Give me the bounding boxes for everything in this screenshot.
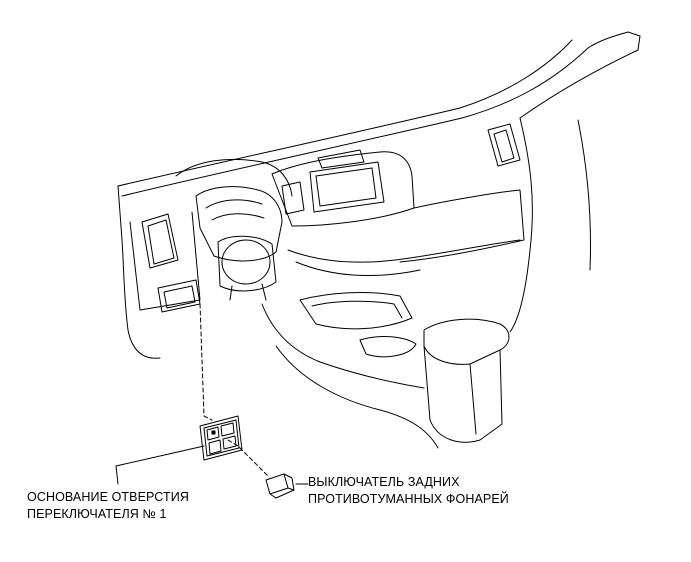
instrument-cluster-hood <box>175 158 293 197</box>
switch-hole-base <box>199 415 243 461</box>
dashed-guide-line <box>199 303 269 477</box>
dashboard-top-edge-inner <box>121 31 629 197</box>
shifter-console-inner <box>311 300 403 319</box>
armrest <box>423 318 510 365</box>
lower-dash-trim <box>287 239 521 263</box>
callout-rear-fog-switch: ВЫКЛЮЧАТЕЛЬ ЗАДНИХ ПРОТИВОТУМАННЫХ ФОНАР… <box>308 474 509 508</box>
center-display <box>315 167 377 207</box>
callout-fog-switch-line2: ПРОТИВОТУМАННЫХ ФОНАРЕЙ <box>308 492 509 506</box>
left-air-vent-inner <box>147 219 175 265</box>
callout-switch-base-line2: ПЕРЕКЛЮЧАТЕЛЯ № 1 <box>27 507 167 521</box>
dashboard-lower-edge <box>117 185 161 359</box>
right-air-vent-inner <box>493 129 515 163</box>
left-air-vent <box>141 213 179 269</box>
switch-hole-inner <box>163 285 196 309</box>
dashboard-top-edge <box>117 39 573 187</box>
center-stack-outer <box>271 151 415 227</box>
cup-holder <box>359 336 417 358</box>
instrument-cluster-gauges <box>205 199 265 221</box>
lower-dash-trim-2 <box>295 261 421 276</box>
right-dashboard-end <box>509 117 533 333</box>
right-air-vent <box>487 123 521 167</box>
center-display-frame <box>309 161 385 213</box>
armrest-box <box>423 345 503 443</box>
center-vent-top <box>317 149 365 169</box>
steering-column-lower <box>229 283 267 301</box>
callout-switch-hole-base: ОСНОВАНИЕ ОТВЕРСТИЯ ПЕРЕКЛЮЧАТЕЛЯ № 1 <box>27 489 189 523</box>
a-pillar <box>519 31 641 119</box>
instrument-cluster-face <box>195 186 283 262</box>
right-dashboard-face <box>399 189 525 263</box>
armrest-box-edge <box>469 363 477 435</box>
center-tunnel <box>261 303 425 389</box>
callout-switch-base-line1: ОСНОВАНИЕ ОТВЕРСТИЯ <box>27 490 189 504</box>
rear-fog-switch <box>265 473 295 499</box>
center-tunnel-lower <box>275 345 439 449</box>
dashboard-left-face <box>129 211 201 311</box>
steering-column <box>217 235 277 292</box>
shifter-console <box>299 292 413 330</box>
leader-line-switch-base <box>115 445 205 485</box>
center-stack-left-vent <box>281 181 305 215</box>
steering-hub <box>221 239 271 285</box>
right-door-line <box>577 119 591 271</box>
callout-fog-switch-line1: ВЫКЛЮЧАТЕЛЬ ЗАДНИХ <box>308 475 460 489</box>
